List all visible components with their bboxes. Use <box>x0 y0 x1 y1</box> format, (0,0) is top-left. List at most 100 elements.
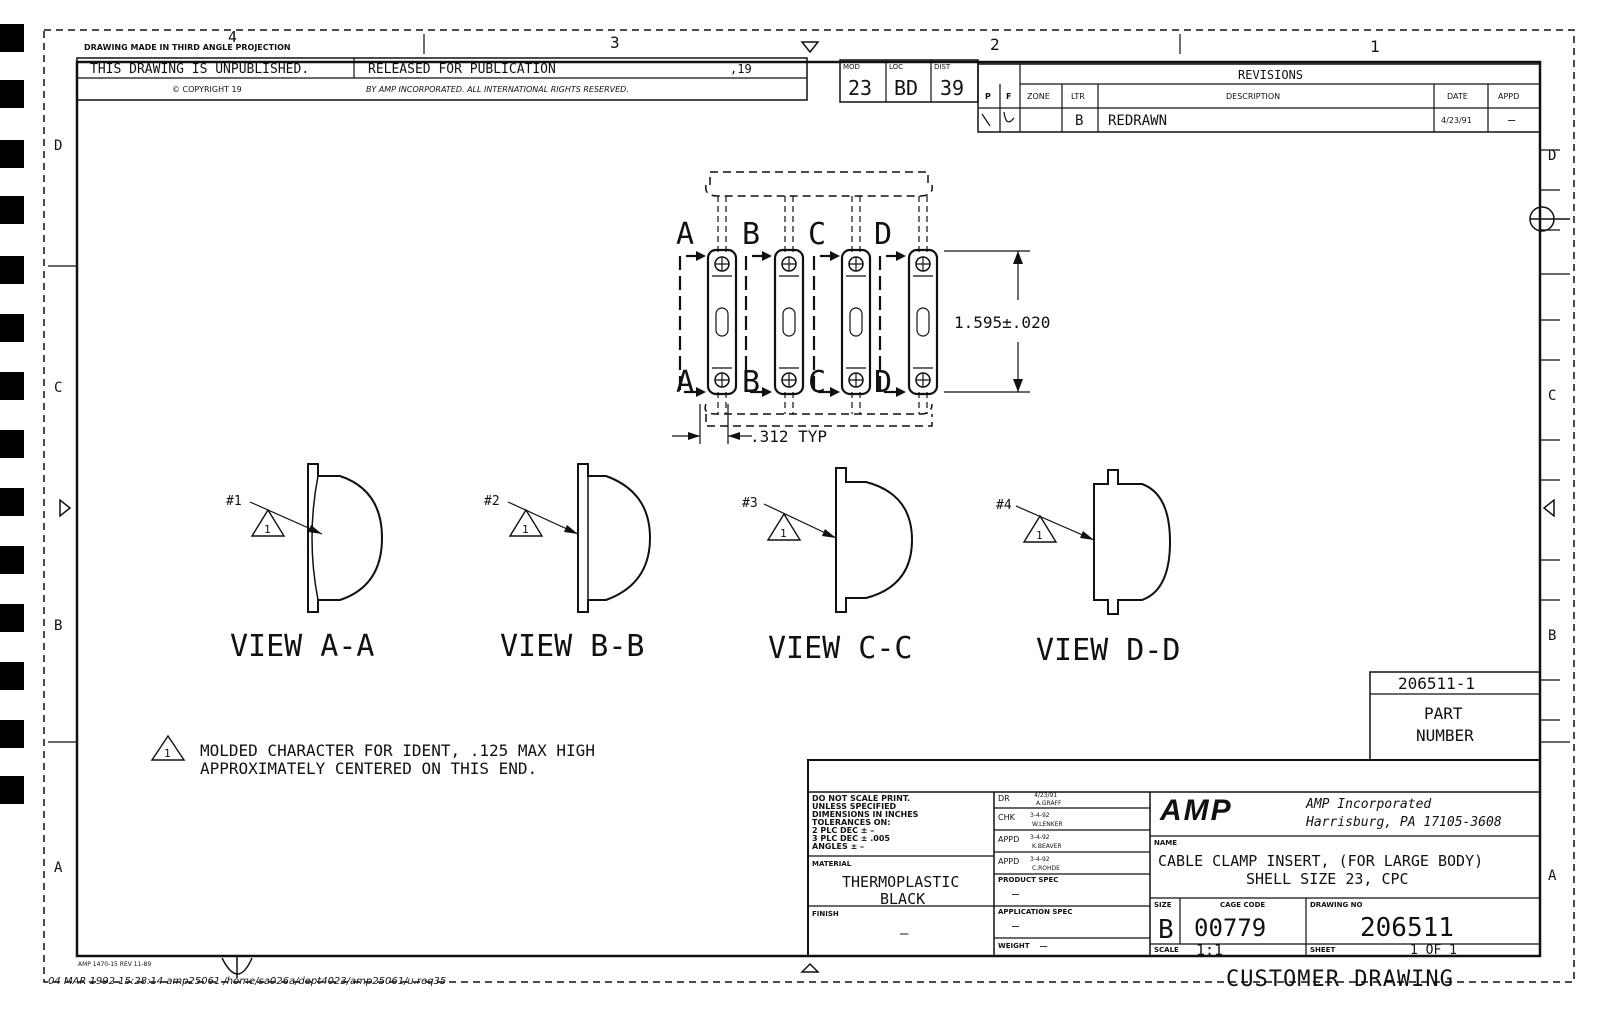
pf-mark <box>981 111 1015 127</box>
section-label-d-bottom: D <box>874 365 892 400</box>
section-cut-lines <box>678 254 900 394</box>
zone-top-4: 4 <box>228 28 237 46</box>
tolerance-line-3: DIMENSIONS IN INCHES <box>812 810 919 819</box>
section-view-d: 1 #4 VIEW D-D <box>996 469 1181 668</box>
clamp-insert-3 <box>840 248 872 396</box>
form-number: AMP 1470-15 REV 11-89 <box>78 961 151 968</box>
product-spec-label: PRODUCT SPEC <box>998 876 1058 884</box>
zone-left-c: C <box>54 380 62 396</box>
tolerance-line-1: DO NOT SCALE PRINT. <box>812 794 910 803</box>
company-name: AMP Incorporated <box>1305 797 1431 812</box>
loc-label: LOC <box>889 63 903 71</box>
rev-row-description: REDRAWN <box>1108 113 1167 129</box>
section-label-c-top: C <box>808 217 826 252</box>
tolerance-line-7: ANGLES ± – <box>812 842 864 851</box>
view-d-flag: 1 <box>1036 529 1043 542</box>
section-view-b: 1 #2 VIEW B-B <box>484 463 652 664</box>
mod-loc-dist-block: MOD 23 LOC BD DIST 39 <box>839 59 979 103</box>
appd2-label: APPD <box>998 857 1019 866</box>
view-b-label: VIEW B-B <box>500 629 645 664</box>
section-label-d-top: D <box>874 217 892 252</box>
height-dimension: 1.595±.020 <box>954 313 1050 332</box>
note-flag: 1 <box>164 747 171 760</box>
chk-name: W.LENKER <box>1032 821 1063 828</box>
view-a-flag: 1 <box>264 523 271 536</box>
mod-value: 23 <box>848 76 872 100</box>
rev-header-description: DESCRIPTION <box>1226 92 1280 101</box>
released-label: RELEASED FOR PUBLICATION <box>368 62 556 77</box>
zone-left-d: D <box>54 138 62 154</box>
view-b-flag: 1 <box>522 523 529 536</box>
clamp-insert-1 <box>706 248 738 396</box>
view-a-label: VIEW A-A <box>230 629 375 664</box>
zone-right-c: C <box>1548 388 1556 404</box>
part-number-block: 206511-1 PART NUMBER <box>1369 671 1541 761</box>
finish-label: FINISH <box>812 910 839 918</box>
material-line-2: BLACK <box>880 890 925 908</box>
application-spec-label: APPLICATION SPEC <box>998 908 1072 916</box>
part-number-label-2: NUMBER <box>1416 726 1474 745</box>
part-number-value: 206511-1 <box>1398 674 1475 693</box>
ident-note: 1 MOLDED CHARACTER FOR IDENT, .125 MAX H… <box>150 734 595 778</box>
rev-row-date: 4/23/91 <box>1441 116 1472 125</box>
rev-header-appd: APPD <box>1498 92 1519 101</box>
zone-top-1: 1 <box>1370 37 1380 56</box>
size-label: SIZE <box>1154 901 1172 909</box>
p-label: P <box>985 92 991 101</box>
chk-date: 3-4-92 <box>1030 812 1050 819</box>
tolerance-line-5: 2 PLC DEC ± – <box>812 826 874 835</box>
view-d-label: VIEW D-D <box>1036 633 1181 668</box>
rev-row-ltr: B <box>1075 113 1083 129</box>
weight-value: – <box>1040 939 1048 953</box>
section-arrowheads <box>696 251 906 397</box>
material-line-1: THERMOPLASTIC <box>842 873 959 891</box>
clamp-plan-view: A B C D A B C D 1.595±.020 .312 TYP <box>672 171 1050 446</box>
f-label: F <box>1006 92 1011 101</box>
rev-header-ltr: LTR <box>1071 92 1085 101</box>
scale-label: SCALE <box>1154 946 1179 954</box>
dist-label: DIST <box>934 63 951 71</box>
unpublished-label: THIS DRAWING IS UNPUBLISHED. <box>90 62 309 77</box>
appd1-label: APPD <box>998 835 1019 844</box>
section-label-c-bottom: C <box>808 365 826 400</box>
dr-date: 4/23/91 <box>1034 792 1057 799</box>
mod-label: MOD <box>843 63 860 71</box>
customer-drawing-label: CUSTOMER DRAWING <box>1226 967 1454 992</box>
section-label-b-bottom: B <box>742 365 760 400</box>
view-b-number: #2 <box>484 494 500 509</box>
tolerance-line-2: UNLESS SPECIFIED <box>812 802 897 811</box>
view-c-flag: 1 <box>780 527 787 540</box>
plot-stamp: 04 MAR 1992 15:28:14 amp25061 /home/sa02… <box>48 976 446 987</box>
note-line-1: MOLDED CHARACTER FOR IDENT, .125 MAX HIG… <box>200 741 595 760</box>
dr-label: DR <box>998 794 1010 803</box>
dist-value: 39 <box>940 76 964 100</box>
zone-ticks <box>48 34 1570 743</box>
drawing-no-value: 206511 <box>1360 913 1454 943</box>
scale-value: 1:1 <box>1196 941 1223 959</box>
section-label-a-top: A <box>676 217 694 252</box>
zone-top-3: 3 <box>610 33 620 52</box>
part-number-label-1: PART <box>1424 704 1463 723</box>
zone-left-a: A <box>54 860 63 876</box>
rev-header-date: DATE <box>1447 92 1468 101</box>
chk-label: CHK <box>998 813 1016 822</box>
header-block: THIS DRAWING IS UNPUBLISHED. RELEASED FO… <box>76 57 808 101</box>
amp-logo: AMP <box>1159 794 1233 827</box>
appd1-name: K.BEAVER <box>1032 843 1062 850</box>
size-value: B <box>1158 915 1174 945</box>
name-line-2: SHELL SIZE 23, CPC <box>1246 870 1409 888</box>
loc-value: BD <box>894 76 918 100</box>
section-label-b-top: B <box>742 217 760 252</box>
zone-right-d: D <box>1548 148 1556 164</box>
projection-note: DRAWING MADE IN THIRD ANGLE PROJECTION <box>84 43 291 52</box>
rev-header-zone: ZONE <box>1027 92 1050 101</box>
centering-marks <box>59 41 1570 978</box>
clamp-insert-2 <box>773 248 805 396</box>
copyright-label: © COPYRIGHT 19 <box>172 85 242 94</box>
tolerance-line-4: TOLERANCES ON: <box>812 818 890 827</box>
appd2-name: C.ROHDE <box>1032 865 1060 872</box>
name-line-1: CABLE CLAMP INSERT, (FOR LARGE BODY) <box>1158 852 1483 870</box>
section-label-a-bottom: A <box>676 365 694 400</box>
title-block: DO NOT SCALE PRINT. UNLESS SPECIFIED DIM… <box>807 759 1541 959</box>
